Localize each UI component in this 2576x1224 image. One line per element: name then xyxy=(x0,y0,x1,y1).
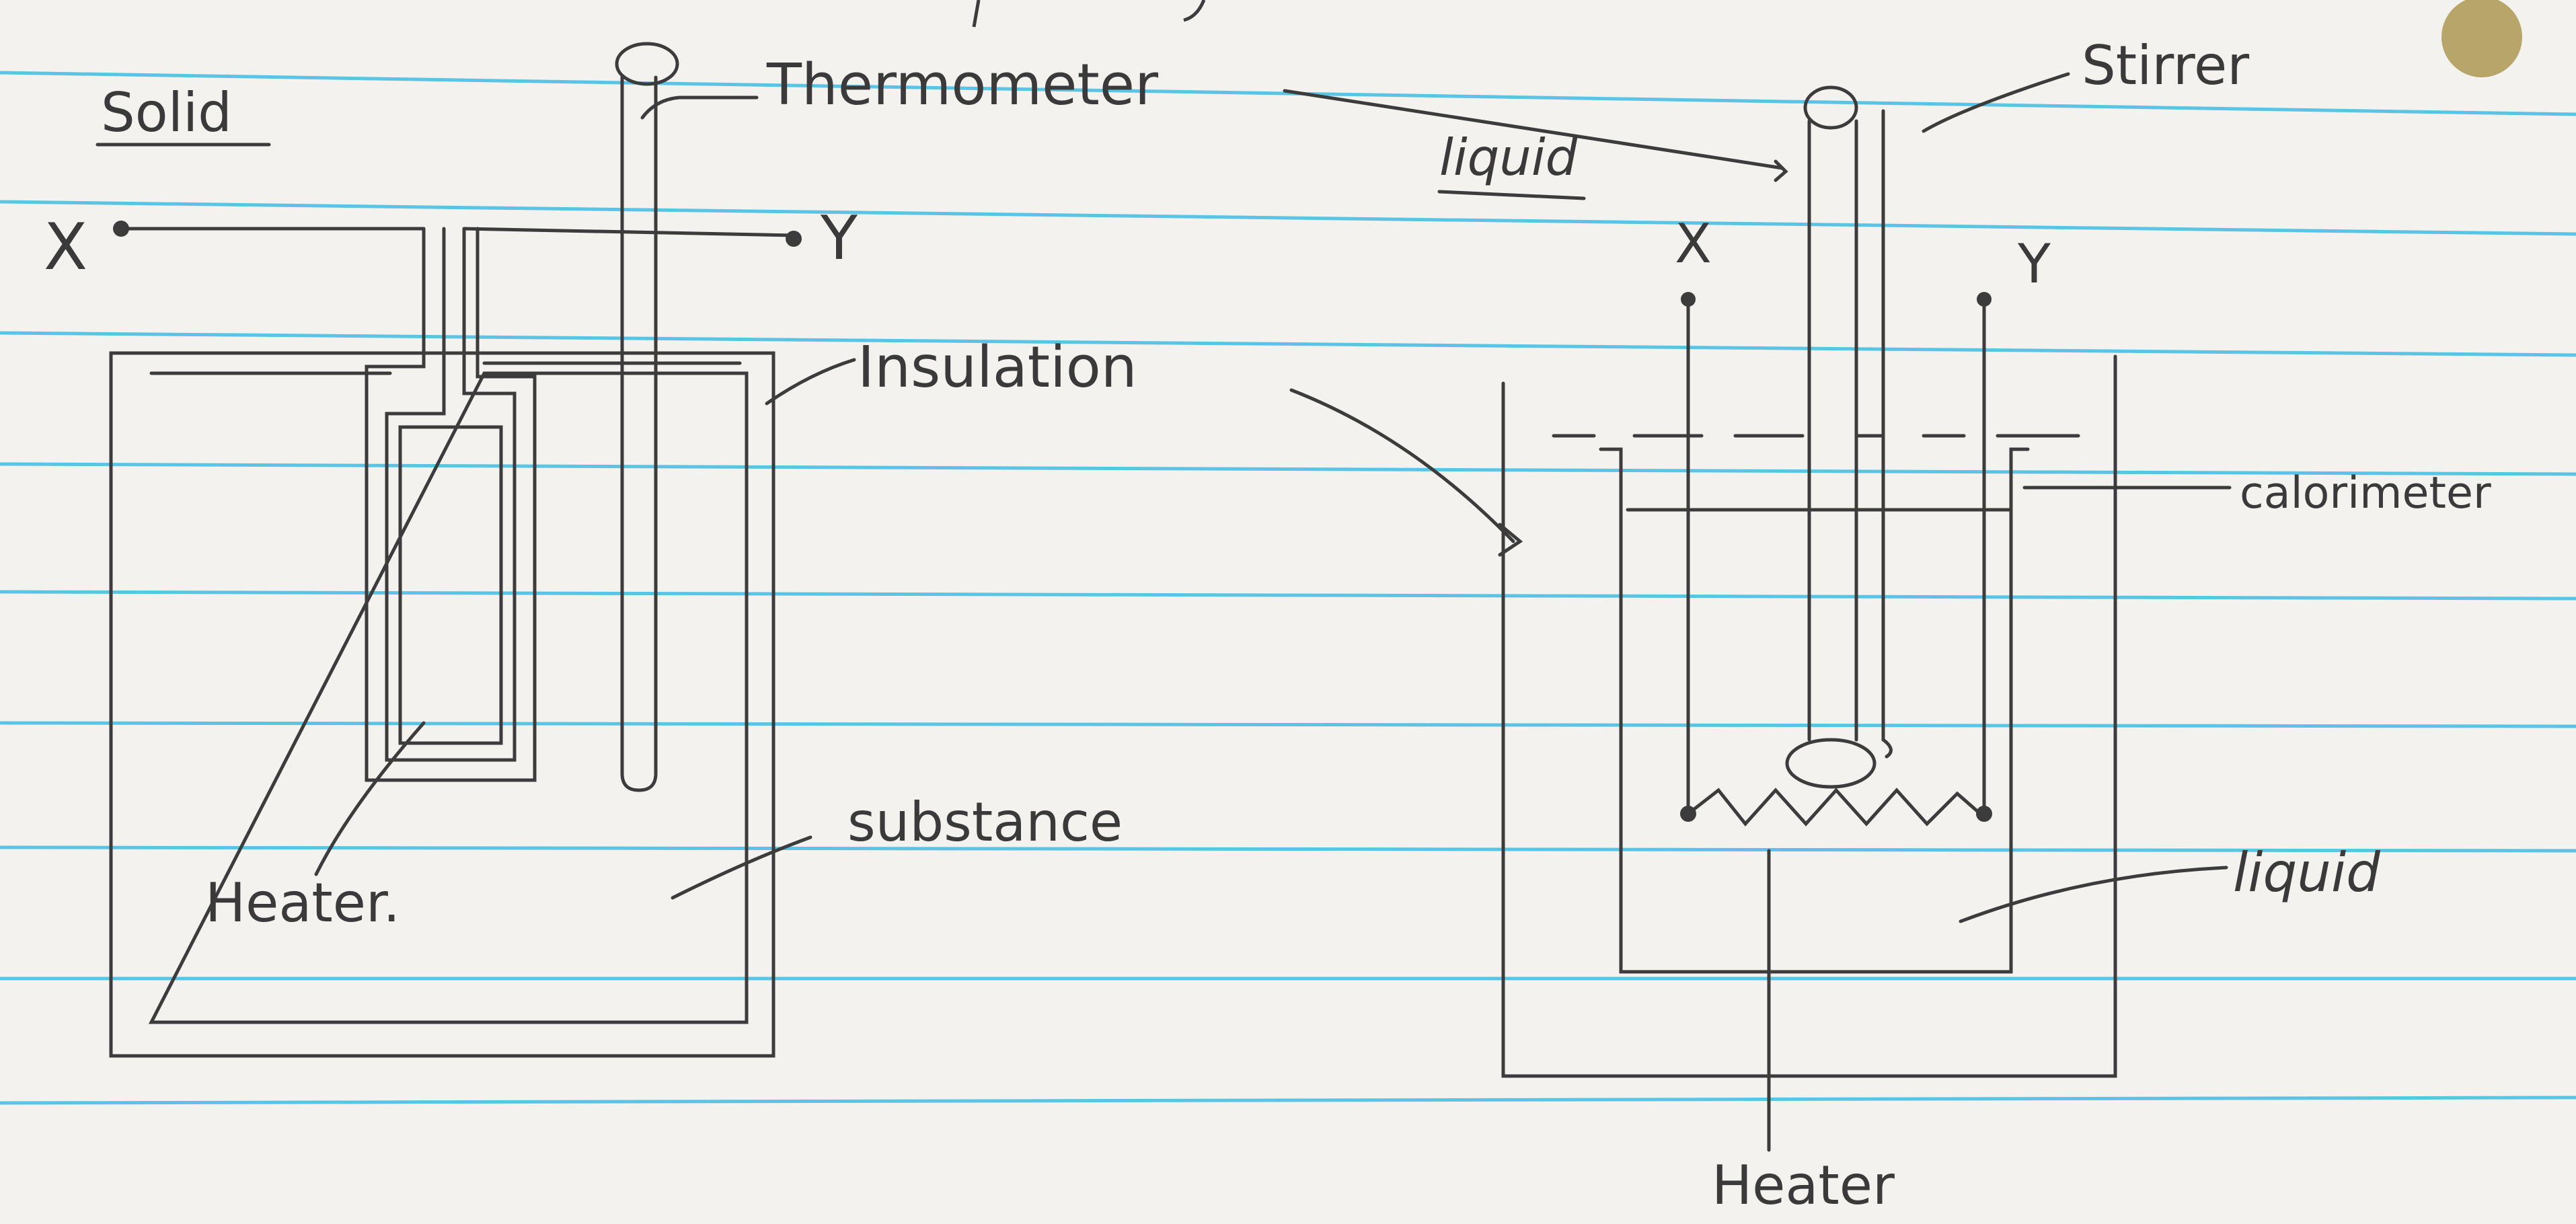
solid-insulation-label: Insulation xyxy=(858,334,1137,401)
liquid-terminal-x-label: X xyxy=(1675,213,1712,275)
substance-label: substance xyxy=(847,791,1123,853)
heater-coil-right-dot xyxy=(1976,806,1992,822)
liquid-heater-coil xyxy=(1686,788,1986,827)
stirrer-leader xyxy=(1922,72,2070,133)
liquid-terminal-y-label: Y xyxy=(2017,233,2051,295)
liquid-heater-label: Heater xyxy=(1712,1154,1895,1217)
solid-heater-label: Heater. xyxy=(205,872,400,934)
liquid-heading: liquid xyxy=(1439,128,1578,187)
solid-heater-housing xyxy=(365,227,537,782)
liquid-terminal-y-dot xyxy=(1977,292,1992,307)
stirrer-label: Stirrer xyxy=(2082,34,2249,97)
liquid-leader xyxy=(1959,866,2228,923)
solid-substance-leader xyxy=(671,835,812,900)
ruled-lines xyxy=(0,71,2576,1105)
liquid-heading-underline xyxy=(1437,190,1586,200)
calorimeter-label: calorimeter xyxy=(2240,468,2491,519)
liquid-thermometer-leader xyxy=(1283,89,1784,170)
liquid-insulation-leader xyxy=(1289,388,1515,543)
solid-heater-leader xyxy=(314,721,426,876)
solid-heater-element xyxy=(398,425,503,745)
liquid-thermometer-tube xyxy=(1807,119,1858,742)
solid-thermometer-bulb xyxy=(615,42,679,86)
thermometer-label: Thermometer xyxy=(766,52,1158,118)
liquid-thermometer-bulb xyxy=(1785,738,1877,789)
coin-object xyxy=(2441,0,2522,77)
liquid-terminal-x-dot xyxy=(1681,292,1696,307)
solid-terminal-y-dot xyxy=(786,231,802,247)
liquid-label: liquid xyxy=(2233,841,2381,904)
liquid-insulation-container xyxy=(1501,354,2117,1078)
solid-heading: Solid xyxy=(101,81,232,144)
solid-heater-housing-inner xyxy=(385,227,517,762)
stirrer-rod xyxy=(1881,109,1893,759)
solid-terminal-x-label: X xyxy=(44,211,87,284)
solid-thermometer-leader xyxy=(640,95,759,120)
liquid-insulation-arrowhead xyxy=(1498,523,1523,557)
solid-thermometer-tube xyxy=(620,75,658,792)
solid-lid xyxy=(476,351,775,365)
liquid-thermometer-top xyxy=(1803,85,1858,130)
heater-coil-left-dot xyxy=(1680,806,1696,822)
solid-insulation-leader xyxy=(765,358,856,406)
solid-terminal-y-label: Y xyxy=(820,203,858,274)
solid-wire-y xyxy=(462,227,796,237)
liquid-thermometer-arrowhead xyxy=(1774,159,1788,182)
solid-terminal-x-dot xyxy=(113,221,129,237)
calorimeter-vessel xyxy=(1599,447,2030,974)
solid-substance-container xyxy=(148,371,749,1024)
stray-marks xyxy=(972,0,1206,28)
